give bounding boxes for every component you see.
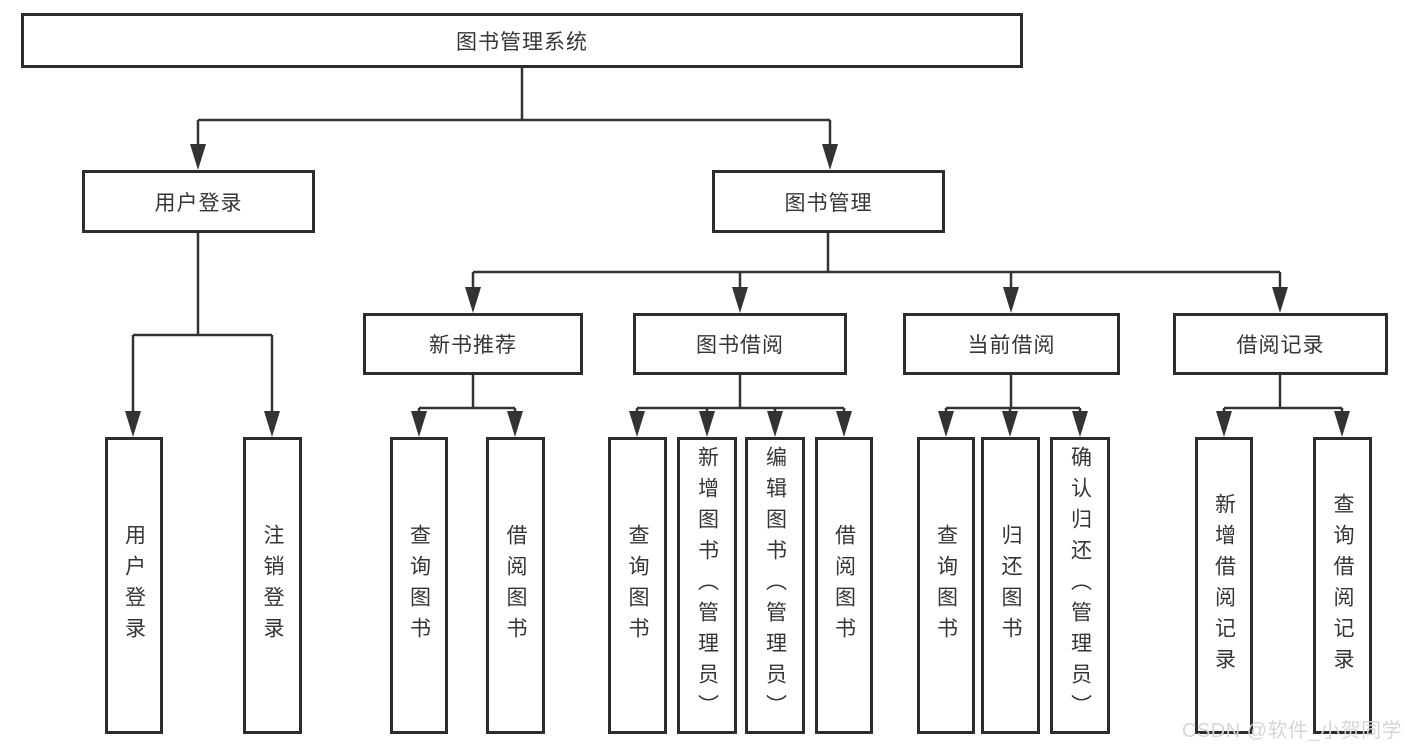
node-user-login: 用户登录	[82, 170, 315, 233]
node-user-login-label: 用户登录	[154, 191, 243, 215]
node-new-book-recommend-label: 新书推荐	[429, 334, 517, 357]
leaf-confirm-return-admin: 确认归还（管理员）	[1050, 437, 1110, 734]
leaf-edit-books-admin: 编辑图书（管理员）	[745, 437, 805, 734]
node-new-book-recommend: 新书推荐	[363, 313, 583, 375]
node-book-management-label: 图书管理	[784, 191, 873, 215]
leaf-return-books: 归还图书	[981, 437, 1040, 734]
node-book-borrow-label: 图书借阅	[696, 334, 784, 357]
node-borrow-records-label: 借阅记录	[1236, 334, 1325, 357]
leaf-borrow-books-2-label: 借阅图书	[832, 523, 856, 648]
leaf-return-books-label: 归还图书	[999, 523, 1022, 648]
leaf-borrow-books-1: 借阅图书	[486, 437, 545, 734]
leaf-add-borrow-record-label: 新增借阅记录	[1212, 492, 1236, 679]
leaf-query-borrow-record: 查询借阅记录	[1313, 437, 1372, 734]
leaf-add-borrow-record: 新增借阅记录	[1195, 437, 1253, 734]
node-book-borrow: 图书借阅	[633, 313, 847, 375]
leaf-add-books-admin: 新增图书（管理员）	[677, 437, 737, 734]
leaf-query-books-2: 查询图书	[608, 437, 667, 734]
leaf-borrow-books-1-label: 借阅图书	[504, 523, 527, 648]
leaf-query-books-1: 查询图书	[390, 437, 448, 734]
leaf-confirm-return-admin-label: 确认归还（管理员）	[1068, 446, 1092, 725]
leaf-query-books-3: 查询图书	[917, 437, 975, 734]
leaf-query-books-2-label: 查询图书	[626, 523, 649, 648]
leaf-query-borrow-record-label: 查询借阅记录	[1331, 492, 1354, 679]
leaf-logout-label: 注销登录	[261, 523, 284, 648]
csdn-watermark: CSDN @软件_小贺同学	[1182, 720, 1403, 742]
node-root-label: 图书管理系统	[456, 30, 588, 54]
node-current-borrow: 当前借阅	[903, 313, 1120, 375]
leaf-user-login-label: 用户登录	[122, 523, 146, 648]
leaf-user-login: 用户登录	[105, 437, 163, 734]
node-current-borrow-label: 当前借阅	[967, 334, 1056, 357]
leaf-query-books-1-label: 查询图书	[407, 523, 431, 648]
leaf-logout: 注销登录	[243, 437, 302, 734]
node-book-management: 图书管理	[712, 170, 945, 233]
leaf-borrow-books-2: 借阅图书	[815, 437, 873, 734]
leaf-query-books-3-label: 查询图书	[934, 523, 958, 648]
leaf-add-books-admin-label: 新增图书（管理员）	[695, 446, 719, 725]
node-root: 图书管理系统	[21, 13, 1023, 68]
node-borrow-records: 借阅记录	[1173, 313, 1388, 375]
leaf-edit-books-admin-label: 编辑图书（管理员）	[763, 446, 787, 725]
